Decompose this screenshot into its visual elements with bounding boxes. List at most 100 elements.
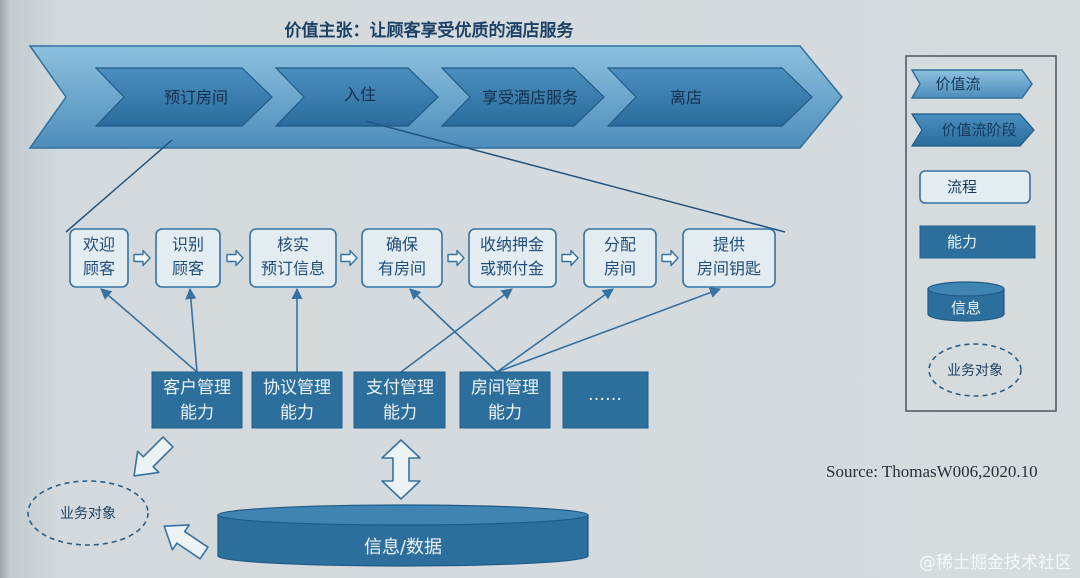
legend-value-stream-stage-shape [910, 113, 1035, 147]
capability-box [459, 371, 551, 429]
legend-capability-shape [919, 225, 1036, 259]
stage-check-in: 入住 [274, 67, 439, 127]
link-arrow [496, 287, 722, 373]
capability-label-line1: 支付管理 [366, 378, 434, 398]
business-object-ellipse [27, 480, 149, 546]
cylinder-body [217, 514, 589, 567]
stage-label: 离店 [670, 88, 702, 107]
arrow-data-to-object-icon [163, 524, 209, 560]
capability-label-line2: 能力 [383, 403, 417, 423]
stage-expansion-line-left [65, 139, 173, 233]
capability-box [353, 371, 446, 429]
capability-room-management: 房间管理 能力 [459, 371, 551, 429]
stage-label: 享受酒店服务 [482, 88, 578, 107]
legend-information-shape-top [927, 281, 1005, 297]
process-label-line2: 顾客 [172, 259, 204, 278]
process-verify-booking: 核实 预订信息 [249, 228, 337, 288]
capability-label-line1: 客户管理 [163, 378, 231, 398]
stage-chevron [440, 67, 605, 127]
value-proposition-title: 价值主张：让顾客享受优质的酒店服务 [285, 20, 575, 41]
flow-arrow-icon [561, 249, 579, 267]
link-arrow [400, 288, 513, 373]
process-label-line1: 分配 [604, 235, 636, 254]
process-label-line1: 提供 [713, 235, 745, 254]
process-flow-arrows [133, 249, 679, 267]
capability-box [562, 371, 649, 429]
business-object-label: 业务对象 [60, 506, 116, 522]
process-label-line2: 房间 [604, 259, 636, 278]
process-label-line2: 顾客 [83, 259, 115, 278]
watermark: @稀土掘金技术社区 [919, 553, 1072, 573]
capability-label-line2: 能力 [280, 403, 314, 423]
capability-ellipsis: …… [588, 385, 622, 405]
legend: 价值流 价值流阶段 流程 能力 信息 业务对象 [905, 55, 1057, 412]
link-arrow [409, 288, 498, 373]
legend-value-stream-label: 价值流 [935, 75, 980, 93]
capability-box [251, 371, 343, 429]
process-collect-deposit: 收纳押金 或预付金 [468, 228, 557, 288]
process-identify-customer: 识别 顾客 [155, 228, 221, 288]
legend-frame [905, 55, 1057, 412]
legend-information-shape [927, 288, 1005, 322]
capability-label-line2: 能力 [488, 403, 522, 423]
legend-value-stream-shape [910, 69, 1033, 99]
process-label-line2: 或预付金 [480, 259, 544, 278]
process-assign-room: 分配 房间 [583, 228, 657, 288]
capability-box [151, 371, 243, 429]
stage-enjoy-hotel-service: 享受酒店服务 [440, 67, 605, 127]
source-citation: Source: ThomasW006,2020.10 [826, 462, 1038, 481]
process-welcome-customer: 欢迎 顾客 [69, 228, 129, 288]
capability-label-line2: 能力 [180, 403, 214, 423]
legend-process-shape [919, 170, 1031, 204]
process-box [361, 228, 443, 288]
process-label-line2: 有房间 [378, 259, 426, 278]
flow-arrow-icon [661, 249, 679, 267]
capability-label-line1: 房间管理 [471, 378, 539, 398]
cylinder-top [217, 504, 589, 526]
business-object: 业务对象 [27, 480, 149, 546]
process-label-line1: 收纳押金 [480, 235, 544, 254]
process-label-line1: 识别 [172, 235, 204, 254]
flow-arrow-icon [340, 249, 358, 267]
process-box [249, 228, 337, 288]
process-label-line1: 核实 [277, 235, 309, 254]
legend-business-object-shape [928, 343, 1022, 397]
double-arrow-icon [381, 439, 421, 500]
legend-value-stream-stage-label: 价值流阶段 [941, 121, 1016, 139]
legend-process-label: 流程 [947, 178, 977, 196]
stage-chevron [274, 67, 439, 127]
stage-label: 预订房间 [164, 88, 228, 107]
process-box [468, 228, 557, 288]
process-box [155, 228, 221, 288]
process-label-line1: 确保 [386, 235, 418, 254]
flow-arrow-icon [447, 249, 465, 267]
link-arrow [185, 287, 198, 373]
process-box [583, 228, 657, 288]
legend-information-label: 信息 [951, 299, 981, 317]
legend-business-object-label: 业务对象 [947, 363, 1003, 379]
process-label-line2: 预订信息 [261, 259, 325, 278]
information-data-store: 信息/数据 [217, 504, 589, 567]
information-label: 信息/数据 [364, 537, 442, 558]
process-label-line1: 欢迎 [83, 235, 115, 254]
stage-label: 入住 [344, 85, 376, 104]
arrow-capability-to-object-icon [133, 436, 174, 477]
link-arrow [496, 288, 614, 373]
capability-payment-management: 支付管理 能力 [353, 371, 446, 429]
legend-capability-label: 能力 [947, 233, 977, 251]
process-label-line2: 房间钥匙 [697, 259, 761, 278]
stage-chevron [606, 67, 813, 127]
stage-expansion-line-right [364, 120, 786, 233]
capability-more: …… [562, 371, 649, 429]
process-box [682, 228, 776, 288]
process-ensure-room: 确保 有房间 [361, 228, 443, 288]
stage-check-out: 离店 [606, 67, 813, 127]
link-arrow [100, 288, 198, 373]
capability-links [100, 287, 722, 373]
capability-customer-management: 客户管理 能力 [151, 371, 243, 429]
process-issue-room-key: 提供 房间钥匙 [682, 228, 776, 288]
capability-agreement-management: 协议管理 能力 [251, 371, 343, 429]
stage-chevron [94, 67, 273, 127]
flow-arrow-icon [133, 249, 151, 267]
